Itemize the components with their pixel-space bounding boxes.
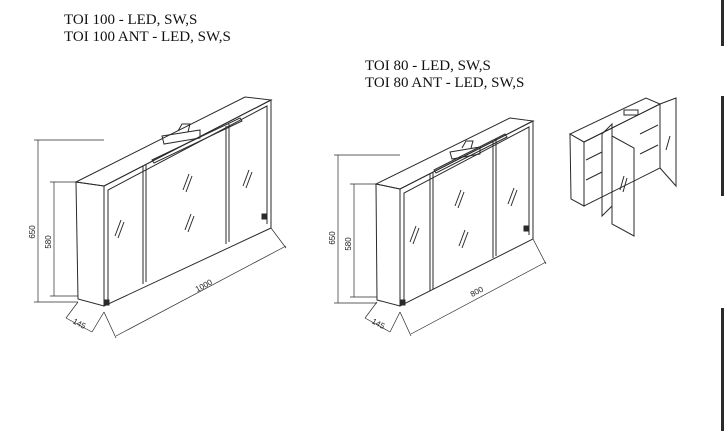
toi100-reflection — [245, 171, 253, 189]
toi80-reflection — [454, 189, 462, 207]
page-edge-marker — [721, 96, 724, 196]
toi80-socket — [399, 299, 406, 306]
toi80-top-box-side — [461, 140, 474, 149]
open-cabinet-shelf — [639, 144, 659, 155]
open-cabinet-shelf — [585, 171, 603, 181]
toi100-height-dimension — [34, 139, 104, 303]
toi80-title: TOI 80 - LED, SW,S TOI 80 ANT - LED, SW,… — [365, 58, 524, 92]
toi80-led-bar — [433, 133, 508, 174]
toi100-reflection — [117, 221, 125, 239]
toi100-title-line2: TOI 100 ANT - LED, SW,S — [64, 29, 231, 45]
toi100-side-panel — [75, 181, 105, 307]
toi80-reflection — [412, 227, 420, 245]
toi100-top-box-side — [177, 123, 191, 133]
toi80-title-line1: TOI 80 - LED, SW,S — [365, 58, 491, 74]
toi100-socket — [103, 299, 110, 306]
toi80-inner-height-dimension — [350, 183, 377, 298]
open-cabinet-door-left — [601, 122, 613, 218]
open-cabinet-door-center — [611, 135, 635, 237]
toi100-top-face — [74, 96, 273, 187]
open-cabinet-light — [623, 109, 639, 116]
toi100-front-face — [103, 99, 272, 307]
toi100-cabinet — [34, 96, 287, 339]
open-cabinet-shelf — [585, 151, 603, 161]
toi100-width-label: 1000 — [194, 277, 214, 294]
toi100-led-bar — [151, 117, 243, 164]
toi80-reflection — [461, 231, 469, 249]
toi100-inner-frame — [107, 105, 268, 302]
toi80-reflection — [510, 189, 518, 207]
open-cabinet-reflection — [622, 177, 628, 193]
toi80-top-face — [374, 117, 535, 190]
toi100-reflection — [185, 175, 193, 193]
toi80-top-box — [449, 146, 481, 160]
toi80-inner-height-label: 580 — [344, 237, 353, 251]
toi80-width-label: 800 — [469, 284, 485, 298]
open-cabinet-side — [569, 133, 585, 207]
toi80-inner-frame — [403, 126, 530, 302]
open-cabinet-sketch — [568, 97, 677, 237]
toi100-socket — [261, 213, 268, 220]
open-cabinet-door-right — [659, 97, 677, 188]
toi100-reflection — [184, 213, 192, 231]
open-cabinet-reflection — [665, 135, 671, 151]
toi100-title-line1: TOI 100 - LED, SW,S — [64, 12, 198, 28]
page-edge-marker — [721, 308, 724, 431]
toi100-reflection — [114, 219, 122, 237]
open-cabinet-top — [568, 97, 662, 143]
toi80-reflection — [458, 229, 466, 247]
toi80-reflection — [507, 187, 515, 205]
toi80-height-dimension — [334, 154, 400, 304]
open-cabinet-shelf — [639, 124, 659, 135]
page-edge-marker — [721, 0, 724, 46]
open-cabinet-reflection — [619, 175, 625, 191]
toi100-reflection — [182, 173, 190, 191]
toi100-height-label: 650 — [28, 225, 37, 239]
toi100-inner-height-label: 580 — [44, 235, 53, 249]
toi80-reflection — [409, 225, 417, 243]
toi100-title: TOI 100 - LED, SW,S TOI 100 ANT - LED, S… — [64, 12, 231, 46]
toi100-reflection — [242, 169, 250, 187]
toi80-cabinet — [334, 117, 547, 337]
toi80-side-panel — [375, 183, 401, 307]
toi80-depth-dimension — [364, 301, 401, 333]
toi80-width-dimension — [399, 238, 547, 337]
toi80-reflection — [457, 191, 465, 209]
toi100-top-box — [161, 129, 201, 145]
toi80-socket — [523, 225, 530, 232]
toi80-title-line2: TOI 80 ANT - LED, SW,S — [365, 75, 525, 91]
toi100-inner-height-dimension — [50, 181, 78, 297]
toi100-depth-label: 145 — [71, 317, 87, 331]
toi100-reflection — [187, 215, 195, 233]
toi80-height-label: 650 — [328, 231, 337, 245]
toi100-width-dimension — [103, 227, 287, 339]
toi100-depth-dimension — [65, 301, 105, 333]
